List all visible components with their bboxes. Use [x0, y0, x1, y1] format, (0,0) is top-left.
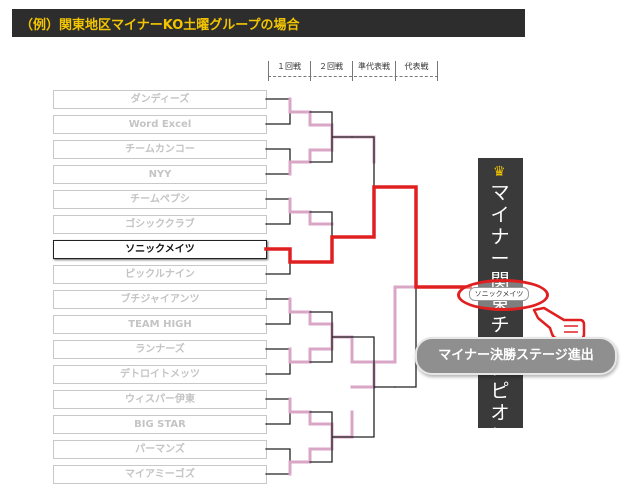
team-entry: TEAM HIGH: [53, 315, 267, 334]
winner-path: [264, 185, 472, 289]
team-entry: ウィスパー伊東: [53, 390, 267, 409]
bracket-connector: [309, 311, 353, 363]
round-divider: [437, 61, 438, 81]
round-label-1: １回戦: [277, 62, 301, 71]
round-header-line: [268, 76, 438, 77]
eliminated-path: [288, 335, 334, 364]
team-entry: パーマンズ: [53, 440, 267, 459]
team-entry: チームカンコー: [53, 140, 267, 159]
round-label-2: ２回戦: [319, 62, 343, 71]
advance-badge: マイナー決勝ステージ進出: [415, 337, 617, 375]
round-label-final: 代表戦: [404, 62, 429, 71]
round-divider: [268, 61, 269, 81]
bracket-connector: [351, 336, 396, 438]
eliminated-path: [288, 197, 334, 226]
team-entry: ブチジャイアンツ: [53, 290, 267, 309]
eliminated-path: [288, 97, 354, 139]
bracket-connector: [309, 411, 353, 463]
bracket-connector: [309, 111, 353, 163]
title-bar: （例）関東地区マイナーKO土曜グループの場合: [12, 9, 525, 37]
round-divider: [352, 61, 353, 81]
round-divider: [395, 61, 396, 81]
eliminated-path: [288, 135, 334, 176]
crown-icon: ♛: [493, 164, 506, 180]
eliminated-path: [288, 435, 334, 476]
round-label-semi: 準代表戦: [358, 62, 390, 71]
round-divider: [310, 61, 311, 81]
page-title: （例）関東地区マイナーKO土曜グループの場合: [20, 18, 300, 33]
winner-badge-label: ソニックメイツ: [469, 287, 529, 301]
eliminated-path: [288, 397, 354, 439]
champion-label: マイナー関東チャンピオン: [490, 182, 510, 446]
team-entry: チームペプシ: [53, 190, 267, 209]
